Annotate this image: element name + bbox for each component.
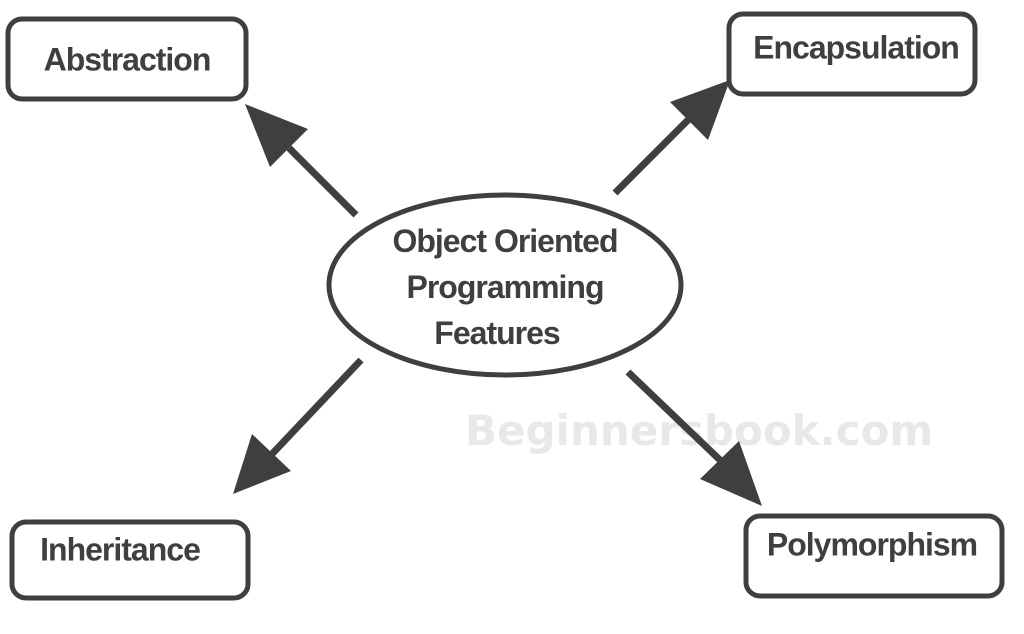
encapsulation-node: Encapsulation <box>726 11 978 97</box>
arrow-to-inheritance-head <box>233 434 291 494</box>
arrow-to-abstraction <box>245 104 359 218</box>
encapsulation-label: Encapsulation <box>753 29 959 65</box>
center-ellipse <box>326 192 684 378</box>
encapsulation-box <box>726 11 978 97</box>
polymorphism-label: Polymorphism <box>767 526 977 562</box>
polymorphism-box <box>743 513 1005 599</box>
abstraction-box <box>5 16 249 102</box>
arrow-to-polymorphism <box>625 369 762 506</box>
arrow-to-abstraction-head <box>245 104 308 167</box>
arrow-to-inheritance-line <box>269 357 364 457</box>
arrow-to-polymorphism-line <box>625 369 723 463</box>
inheritance-node: Inheritance <box>9 519 251 601</box>
center-title-line2: Programming <box>406 269 603 305</box>
inheritance-box <box>9 519 251 601</box>
abstraction-node: Abstraction <box>5 16 249 102</box>
arrow-to-encapsulation-line <box>612 115 693 196</box>
abstraction-label: Abstraction <box>44 41 211 77</box>
inheritance-label: Inheritance <box>40 531 200 567</box>
arrow-to-encapsulation <box>612 80 730 196</box>
arrow-to-inheritance <box>233 357 364 494</box>
watermark-text: Beginnersbook.com <box>465 406 933 455</box>
arrow-to-abstraction-line <box>286 145 359 218</box>
center-title-line1: Object Oriented <box>392 223 617 259</box>
center-title-line3: Features <box>434 315 560 351</box>
polymorphism-node: Polymorphism <box>743 513 1005 599</box>
arrow-to-polymorphism-head <box>700 441 762 506</box>
arrow-to-encapsulation-head <box>670 80 730 140</box>
